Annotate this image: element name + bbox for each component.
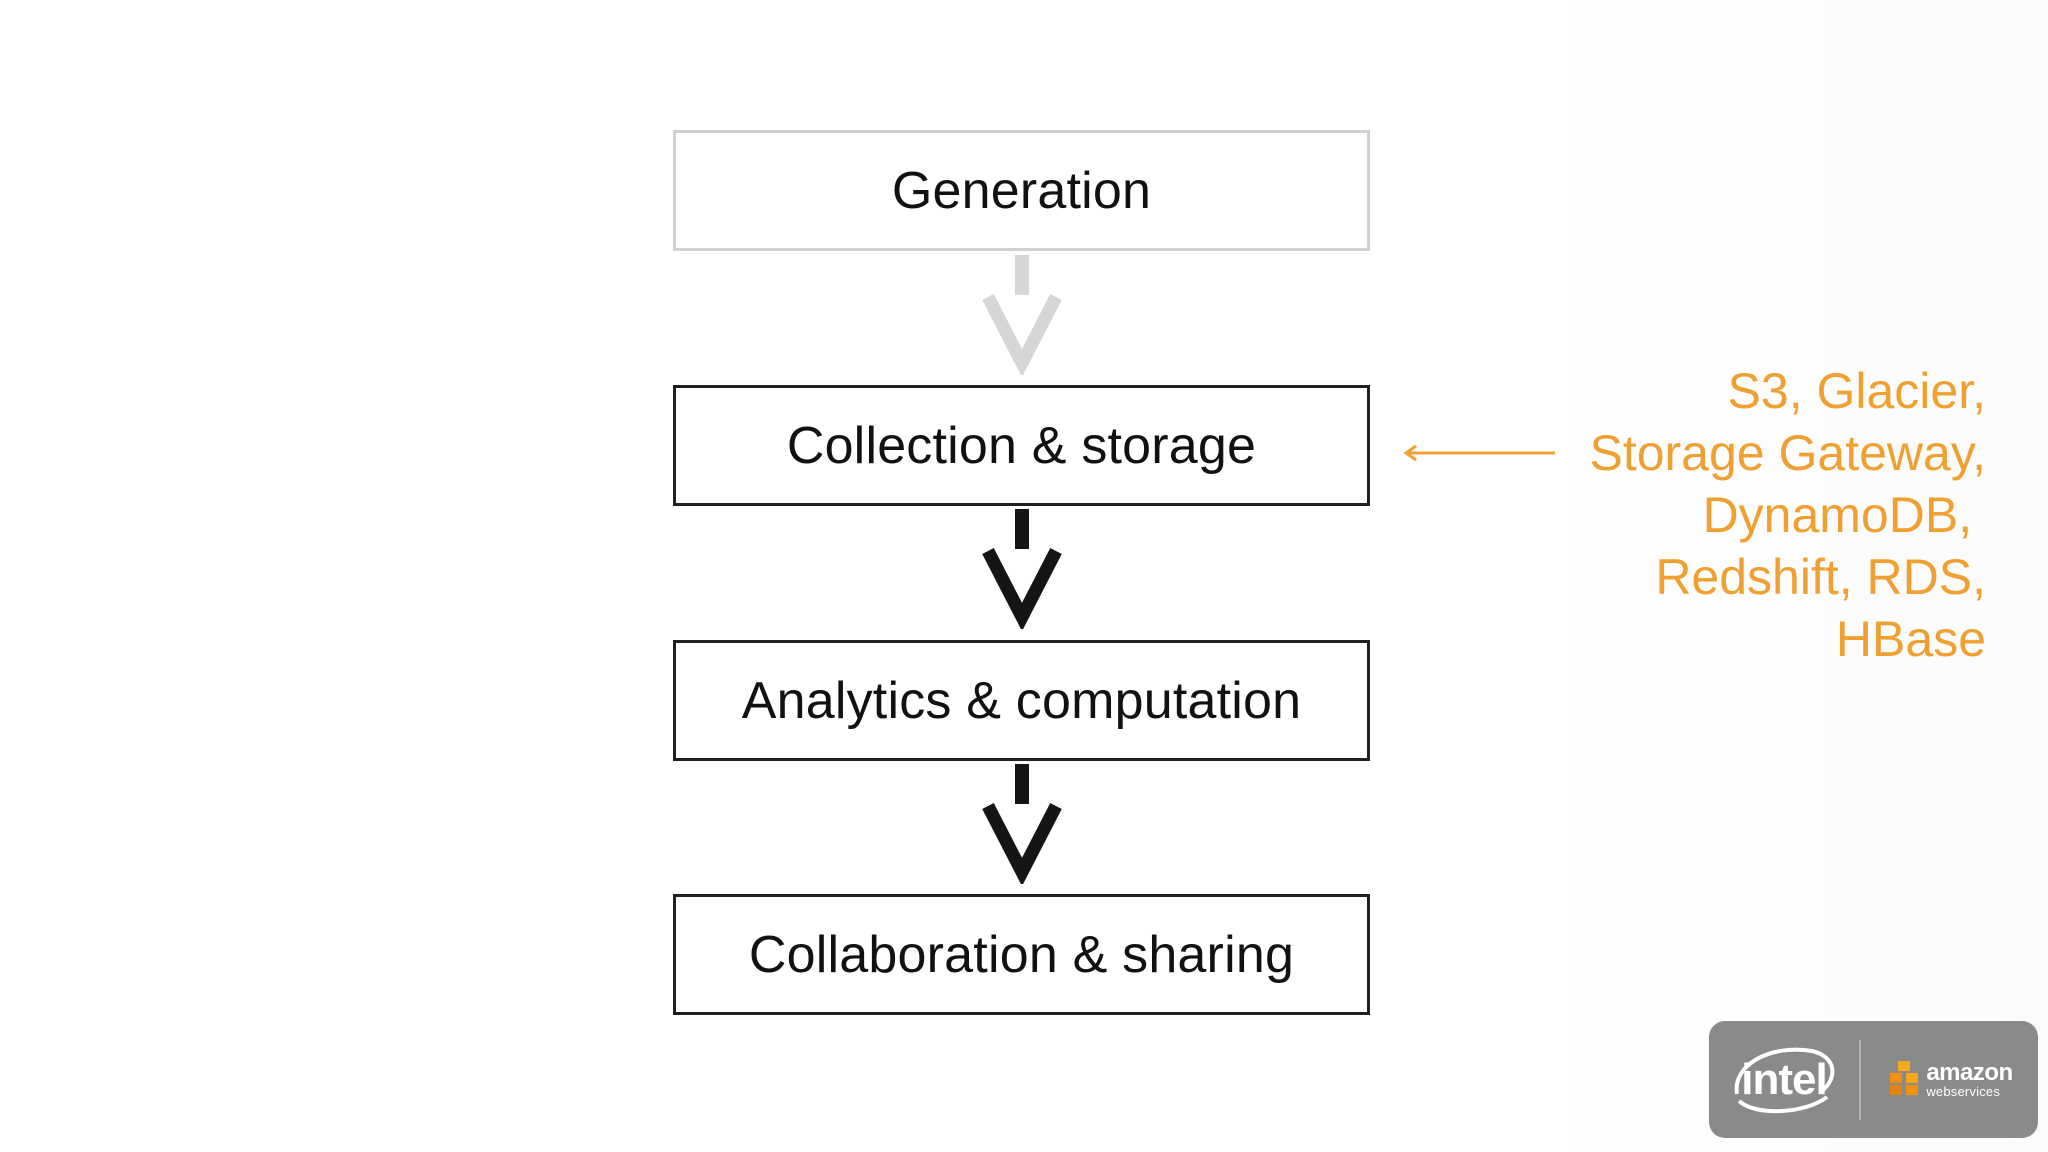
aws-wordmark: amazon [1926,1059,2013,1086]
service-line: Storage Gateway, [1589,425,1986,481]
intel-wordmark: intel [1741,1054,1827,1104]
service-line: S3, Glacier, [1727,363,1986,419]
aws-services-list: S3, Glacier, Storage Gateway, DynamoDB, … [1466,360,1986,670]
stage-generation: Generation [673,130,1370,251]
stage-analytics-computation: Analytics & computation [673,640,1370,761]
left-arrow-icon [1403,444,1555,462]
aws-cubes-icon [1890,1060,1919,1095]
stage-collaboration-sharing: Collaboration & sharing [673,894,1370,1015]
service-line: DynamoDB, [1702,487,1986,543]
stage-collection-storage: Collection & storage [673,385,1370,506]
down-arrow-icon [982,255,1062,375]
intel-logo: intel [1709,1021,1859,1138]
stage-generation-label: Generation [891,161,1152,220]
down-arrow-icon [982,764,1062,884]
aws-subtitle: webservices [1926,1084,2001,1099]
aws-logo: amazon webservices [1861,1059,2038,1101]
stage-collection-storage-label: Collection & storage [786,416,1257,475]
down-arrow-icon [982,509,1062,629]
stage-analytics-computation-label: Analytics & computation [741,671,1302,730]
service-line: HBase [1835,611,1986,667]
sponsor-logo-badge: intel amazon webservices [1709,1021,2038,1138]
logo-divider [1859,1039,1861,1120]
stage-collaboration-sharing-label: Collaboration & sharing [748,925,1295,984]
service-line: Redshift, RDS, [1655,549,1986,605]
intel-swoosh-icon [1734,1047,1835,1114]
